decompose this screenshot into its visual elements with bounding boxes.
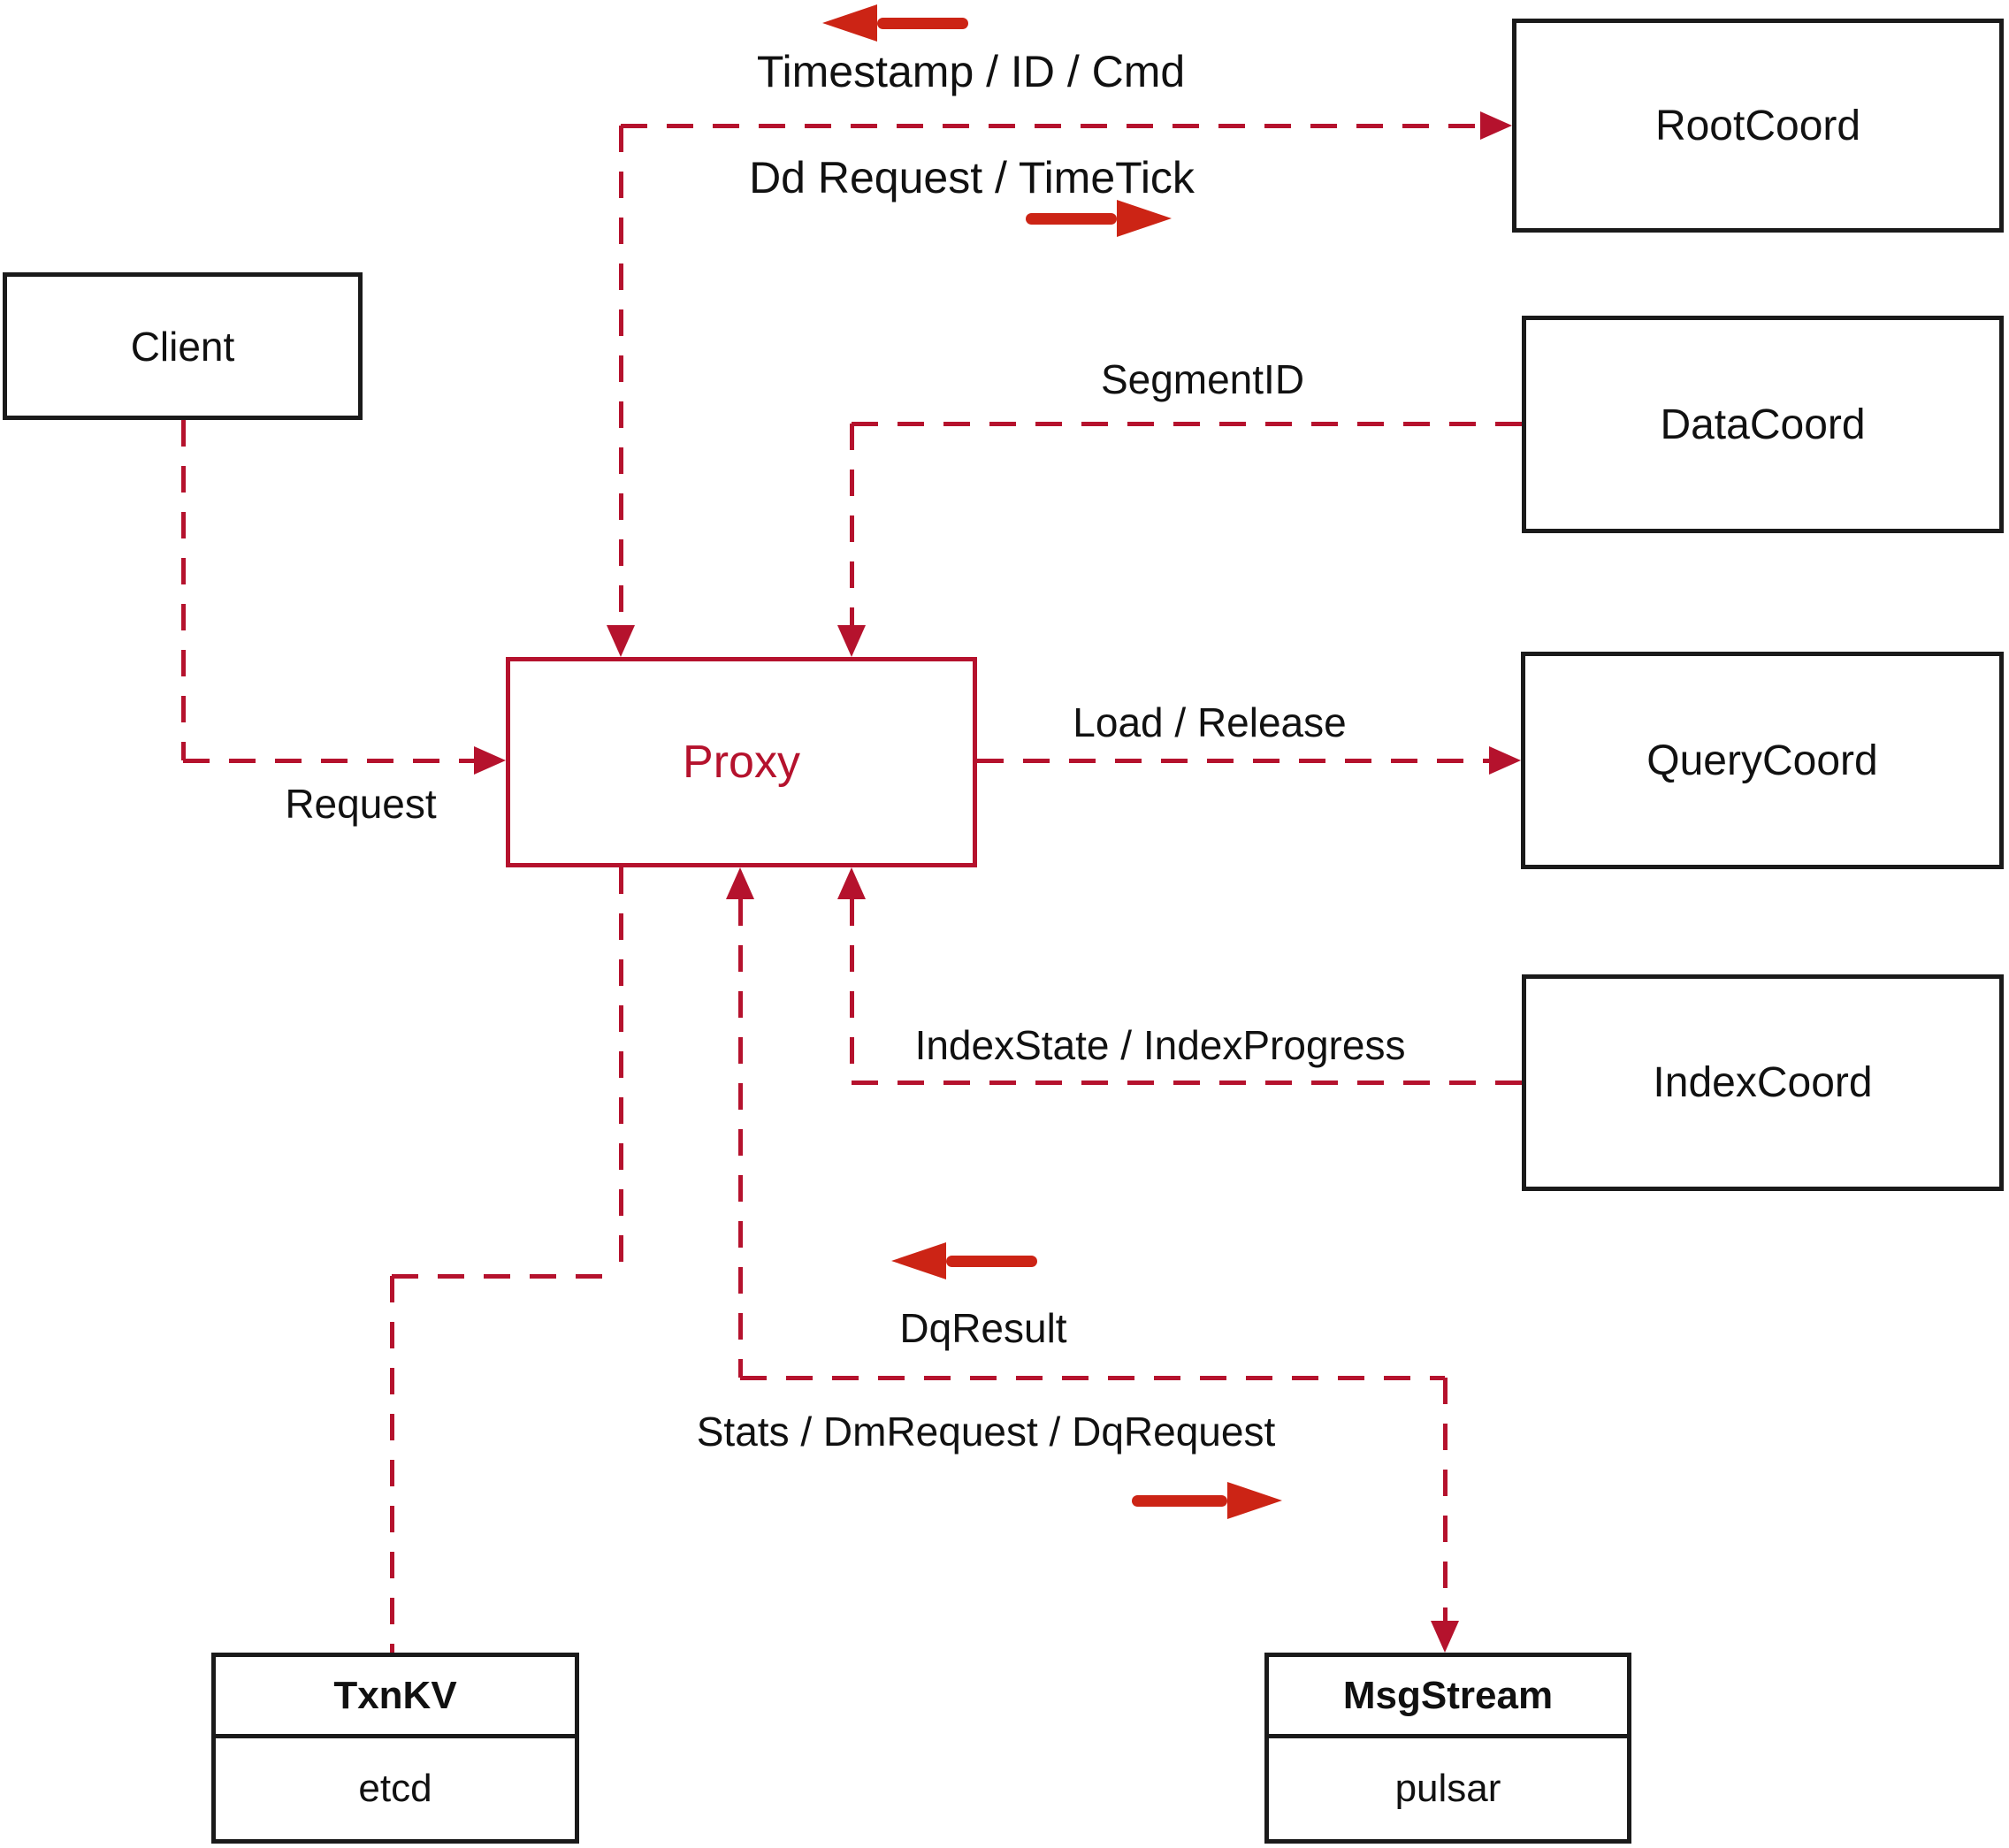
edge-proxy-txnkv-vertical-upper (619, 867, 623, 1276)
node-client-label: Client (130, 323, 235, 370)
edge-label-request: Request (285, 781, 437, 827)
arrow-shaft (1132, 1494, 1227, 1507)
arrowhead-into-proxy-bottom-left-icon (726, 867, 754, 899)
node-msgstream-title: MsgStream (1269, 1657, 1627, 1738)
node-msgstream: MsgStream pulsar (1264, 1653, 1631, 1844)
edge-datacoord-proxy-vertical (850, 424, 854, 625)
edge-datacoord-proxy-horizontal (852, 422, 1522, 426)
arrowhead-into-querycoord-icon (1489, 746, 1521, 775)
arrow-shaft (946, 1255, 1037, 1267)
arrow-shaft (1026, 212, 1117, 225)
edge-label-load-release: Load / Release (1073, 699, 1347, 745)
edge-client-proxy-vertical (181, 420, 186, 760)
edge-label-dd-request-timetick: Dd Request / TimeTick (749, 153, 1195, 202)
edge-proxy-rootcoord-horizontal (621, 124, 1480, 128)
node-proxy: Proxy (506, 657, 977, 867)
node-indexcoord: IndexCoord (1522, 974, 2004, 1191)
arrow-head (822, 4, 877, 42)
arrow-head (1117, 200, 1172, 237)
node-txnkv-title: TxnKV (216, 1657, 575, 1738)
edge-client-proxy-horizontal (183, 759, 477, 763)
edge-label-stats-dmrequest-dqrequest: Stats / DmRequest / DqRequest (696, 1409, 1276, 1455)
node-rootcoord-label: RootCoord (1654, 102, 1861, 149)
node-datacoord: DataCoord (1522, 316, 2004, 533)
edge-proxy-txnkv-horizontal (392, 1274, 621, 1279)
edge-label-segmentid: SegmentID (1100, 356, 1305, 402)
node-txnkv: TxnKV etcd (211, 1653, 579, 1844)
edge-proxy-querycoord-horizontal (977, 759, 1489, 763)
left-direction-arrow-timestamp-icon (822, 4, 968, 42)
edge-proxy-msgstream-vertical-upper (738, 899, 743, 1378)
node-datacoord-label: DataCoord (1660, 401, 1866, 448)
left-direction-arrow-dqresult-icon (891, 1242, 1037, 1279)
edge-indexcoord-proxy-vertical (850, 899, 854, 1082)
arrowhead-into-msgstream-icon (1431, 1621, 1459, 1653)
arrowhead-into-proxy-left-icon (474, 746, 506, 775)
edge-label-timestamp-id-cmd: Timestamp / ID / Cmd (756, 47, 1186, 96)
edge-indexcoord-proxy-horizontal (852, 1081, 1522, 1085)
node-querycoord-label: QueryCoord (1646, 737, 1878, 784)
arrowhead-into-proxy-top-right-icon (837, 625, 866, 657)
arrow-head (1227, 1482, 1282, 1519)
node-rootcoord: RootCoord (1512, 19, 2004, 233)
edge-proxy-txnkv-vertical-lower (390, 1276, 394, 1653)
edge-proxy-rootcoord-vertical (619, 126, 623, 625)
arrowhead-into-proxy-top-left-icon (607, 625, 635, 657)
node-txnkv-impl: etcd (358, 1767, 432, 1810)
arrow-head (891, 1242, 946, 1279)
edge-proxy-msgstream-horizontal (740, 1376, 1445, 1380)
node-querycoord: QueryCoord (1521, 652, 2004, 869)
node-indexcoord-label: IndexCoord (1653, 1059, 1873, 1106)
node-proxy-label: Proxy (683, 737, 800, 788)
edge-proxy-msgstream-vertical-lower (1443, 1378, 1448, 1621)
node-msgstream-impl: pulsar (1394, 1767, 1501, 1810)
arrow-shaft (877, 17, 968, 29)
right-direction-arrow-ddrequest-icon (1026, 200, 1172, 237)
arrowhead-into-rootcoord-icon (1480, 111, 1512, 140)
edge-label-indexstate: IndexState / IndexProgress (914, 1022, 1406, 1068)
edge-label-dqresult: DqResult (899, 1305, 1067, 1351)
right-direction-arrow-stats-icon (1132, 1482, 1282, 1519)
node-client: Client (3, 272, 363, 420)
arrowhead-into-proxy-bottom-right-icon (837, 867, 866, 899)
